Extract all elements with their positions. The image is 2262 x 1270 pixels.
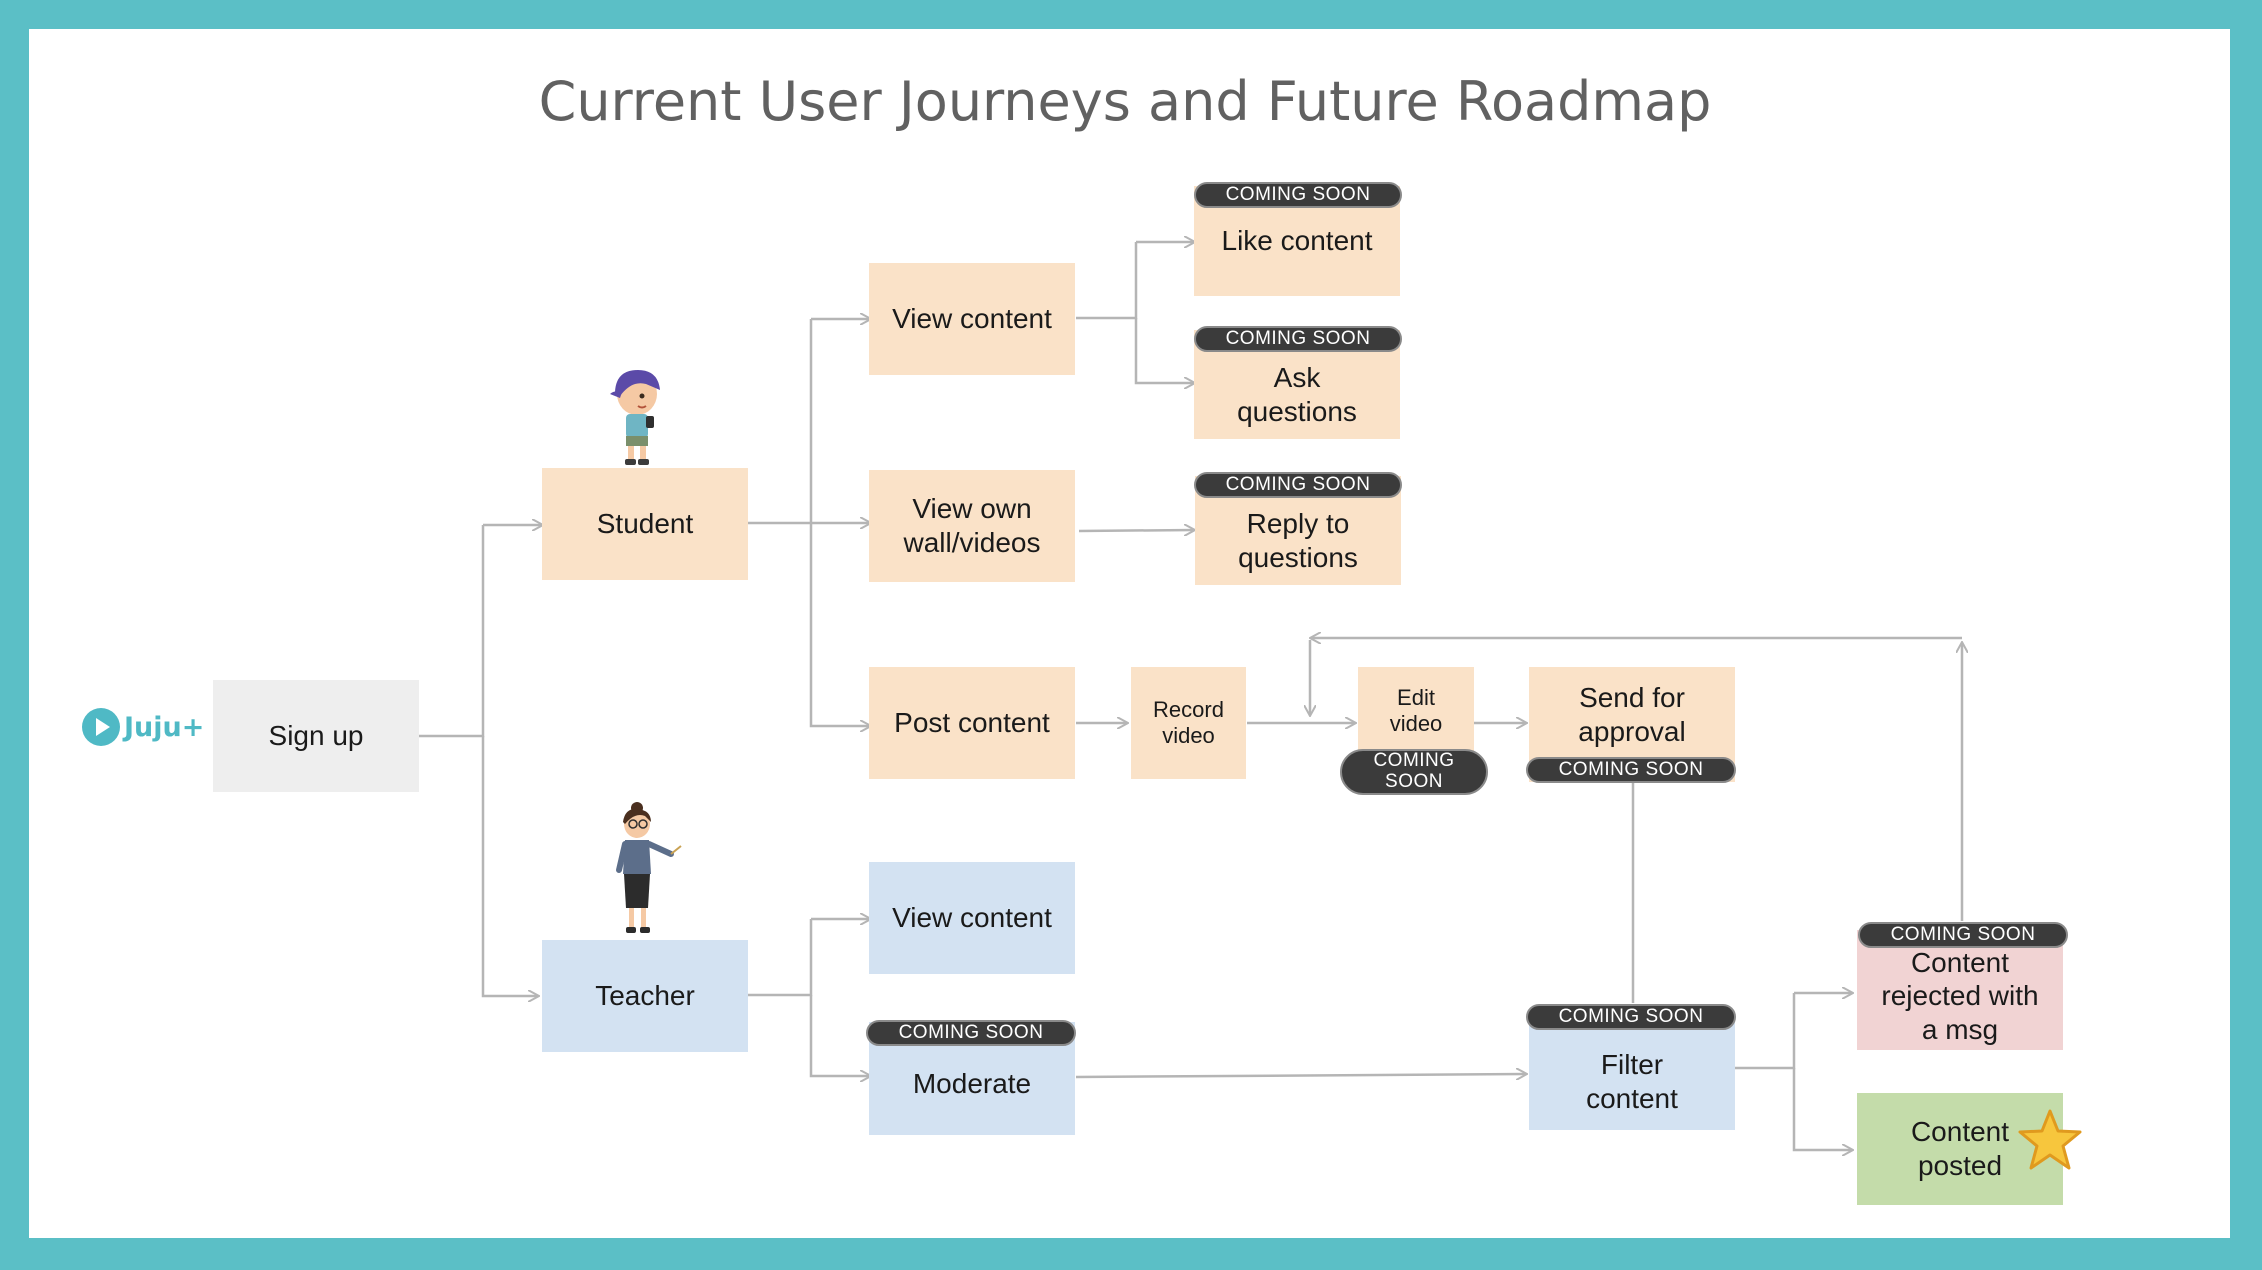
node-reply-questions[interactable]: Reply to questions xyxy=(1195,476,1401,585)
node-edit-video[interactable]: Edit video xyxy=(1358,667,1474,761)
node-student[interactable]: Student xyxy=(542,468,748,580)
coming-soon-badge: COMING SOON xyxy=(1194,326,1402,352)
node-record-video[interactable]: Record video xyxy=(1131,667,1246,779)
star-icon xyxy=(2018,1109,2082,1170)
coming-soon-badge: COMING SOON xyxy=(866,1020,1076,1046)
connector-to-posted xyxy=(1792,1068,1852,1150)
coming-soon-badge: COMING SOON xyxy=(1526,1004,1736,1030)
node-content-rejected[interactable]: Content rejected with a msg xyxy=(1857,930,2063,1050)
node-view-own-wall[interactable]: View own wall/videos xyxy=(869,470,1075,582)
connector-moderate-to-filter xyxy=(1075,1074,1526,1077)
connector-to-reply xyxy=(1078,530,1194,531)
connector-to-post xyxy=(809,523,870,726)
node-sign-up[interactable]: Sign up xyxy=(213,680,419,792)
student-illustration xyxy=(610,370,660,465)
node-view-content-teacher[interactable]: View content xyxy=(869,862,1075,974)
coming-soon-badge: COMING SOON xyxy=(1194,182,1402,208)
node-teacher[interactable]: Teacher xyxy=(542,940,748,1052)
node-post-content[interactable]: Post content xyxy=(869,667,1075,779)
coming-soon-badge: COMING SOON xyxy=(1194,472,1402,498)
connector-to-moderate xyxy=(809,995,870,1076)
connector-student-trunk xyxy=(747,319,813,525)
connector-teacher-trunk xyxy=(748,919,813,997)
teacher-illustration xyxy=(616,802,682,933)
diagram-title: Current User Journeys and Future Roadmap xyxy=(538,70,1712,133)
connector-signup-trunk xyxy=(419,525,485,738)
connector-to-ask xyxy=(1134,318,1194,383)
connector-filter-trunk xyxy=(1733,993,1796,1070)
node-content-posted[interactable]: Content posted xyxy=(1857,1093,2063,1205)
coming-soon-badge: COMING SOON xyxy=(1526,757,1736,783)
logo-text: Juju+ xyxy=(124,711,205,743)
connector-view-trunk xyxy=(1076,242,1138,320)
node-view-content-student[interactable]: View content xyxy=(869,263,1075,375)
play-icon xyxy=(82,708,120,746)
node-filter-content[interactable]: Filter content xyxy=(1529,1013,1735,1130)
coming-soon-badge: COMING SOON xyxy=(1340,749,1488,795)
juju-logo: Juju+ xyxy=(82,708,204,746)
coming-soon-badge: COMING SOON xyxy=(1858,922,2068,948)
connector-to-teacher xyxy=(481,736,538,996)
